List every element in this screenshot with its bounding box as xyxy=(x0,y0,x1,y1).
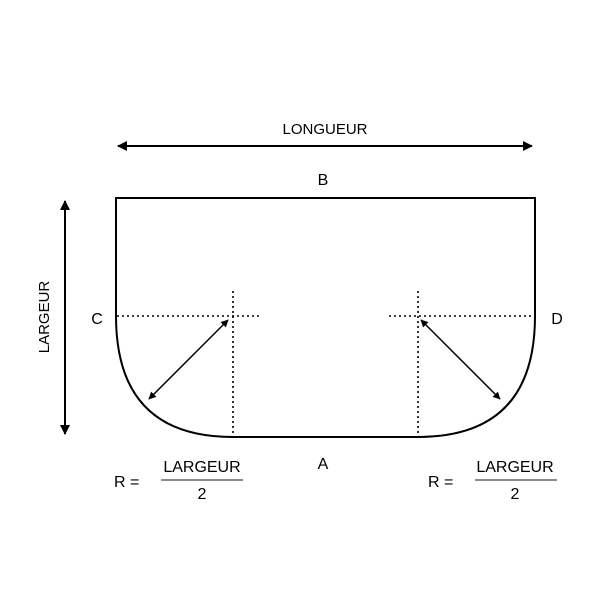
right-radius-formula: R = LARGEUR 2 xyxy=(428,459,557,503)
shape-outline xyxy=(115,197,536,438)
edge-label-top: B xyxy=(318,172,329,189)
width-label: LARGEUR xyxy=(36,281,53,354)
right-radius-arrow xyxy=(420,319,501,400)
right-formula-lhs: R = xyxy=(428,474,453,491)
point-label-d: D xyxy=(551,311,563,328)
right-formula-denominator: 2 xyxy=(511,486,520,503)
left-formula-numerator: LARGEUR xyxy=(163,459,240,476)
left-formula-lhs: R = xyxy=(114,474,139,491)
length-label: LONGUEUR xyxy=(282,121,367,138)
edge-label-bottom: A xyxy=(318,456,329,473)
left-formula-denominator: 2 xyxy=(198,486,207,503)
left-radius-formula: R = LARGEUR 2 xyxy=(114,459,243,503)
point-label-c: C xyxy=(91,311,103,328)
right-formula-numerator: LARGEUR xyxy=(476,459,553,476)
left-radius-arrow xyxy=(148,319,229,400)
